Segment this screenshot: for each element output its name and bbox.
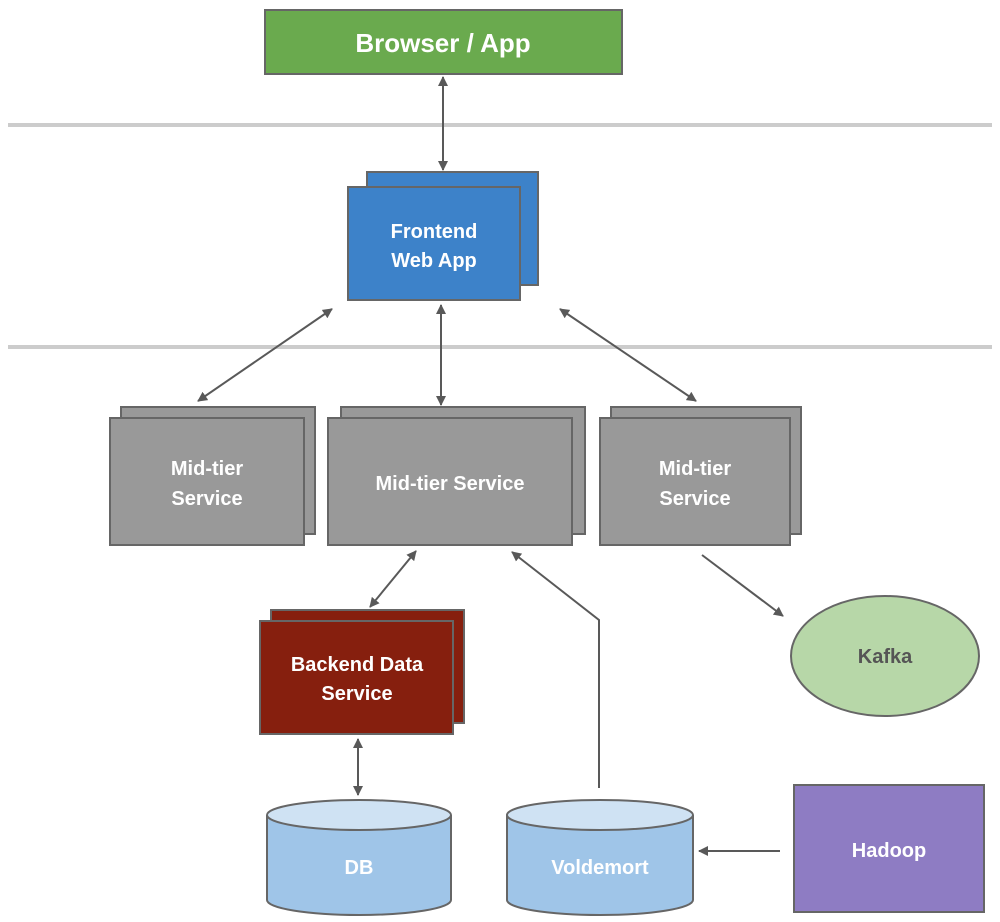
- frontend-label-line2: Web App: [391, 250, 477, 272]
- db-cylinder-body: [266, 815, 452, 916]
- kafka-ellipse: [790, 595, 980, 717]
- browser-box: [264, 9, 623, 75]
- browser-label: Browser / App: [355, 28, 530, 58]
- midtier-center-label: Mid-tier Service: [376, 473, 525, 495]
- arrow-midtier-kafka: [701, 554, 784, 617]
- midtier-left-node: Mid-tier Service: [109, 406, 316, 546]
- arrow-frontend-midtier-left: [197, 308, 333, 402]
- backend-label-line1: Backend Data: [291, 654, 424, 676]
- frontend-box: [347, 186, 521, 301]
- hadoop-node: Hadoop: [793, 784, 985, 913]
- frontend-label-line1: Frontend: [391, 221, 478, 243]
- arrow-frontend-midtier-right: [559, 308, 697, 402]
- hadoop-label: Hadoop: [852, 840, 926, 862]
- midtier-left-box: [109, 417, 305, 546]
- midtier-left-label-line1: Mid-tier: [171, 458, 243, 480]
- browser-node: Browser / App: [264, 9, 623, 75]
- voldemort-cylinder-top: [506, 799, 694, 831]
- db-node: DB: [266, 799, 452, 916]
- backend-label-line2: Service: [321, 683, 392, 705]
- voldemort-node: Voldemort: [506, 799, 694, 916]
- voldemort-cylinder-body: [506, 815, 694, 916]
- midtier-left-label-line2: Service: [171, 488, 242, 510]
- db-cylinder-top: [266, 799, 452, 831]
- midtier-center-node: Mid-tier Service: [327, 406, 586, 546]
- backend-node: Backend Data Service: [259, 609, 465, 735]
- backend-box: [259, 620, 454, 735]
- db-label: DB: [345, 857, 374, 879]
- kafka-node: Kafka: [790, 595, 980, 717]
- midtier-right-box: [599, 417, 791, 546]
- arrow-midtier-backend: [369, 550, 417, 608]
- midtier-right-node: Mid-tier Service: [599, 406, 802, 546]
- hadoop-box: [793, 784, 985, 913]
- kafka-label: Kafka: [858, 646, 913, 668]
- midtier-center-box: [327, 417, 573, 546]
- midtier-right-label-line2: Service: [659, 488, 730, 510]
- midtier-right-label-line1: Mid-tier: [659, 458, 731, 480]
- frontend-node: Frontend Web App: [347, 171, 539, 301]
- voldemort-label: Voldemort: [551, 857, 649, 879]
- arrow-voldemort-midtier: [511, 551, 600, 788]
